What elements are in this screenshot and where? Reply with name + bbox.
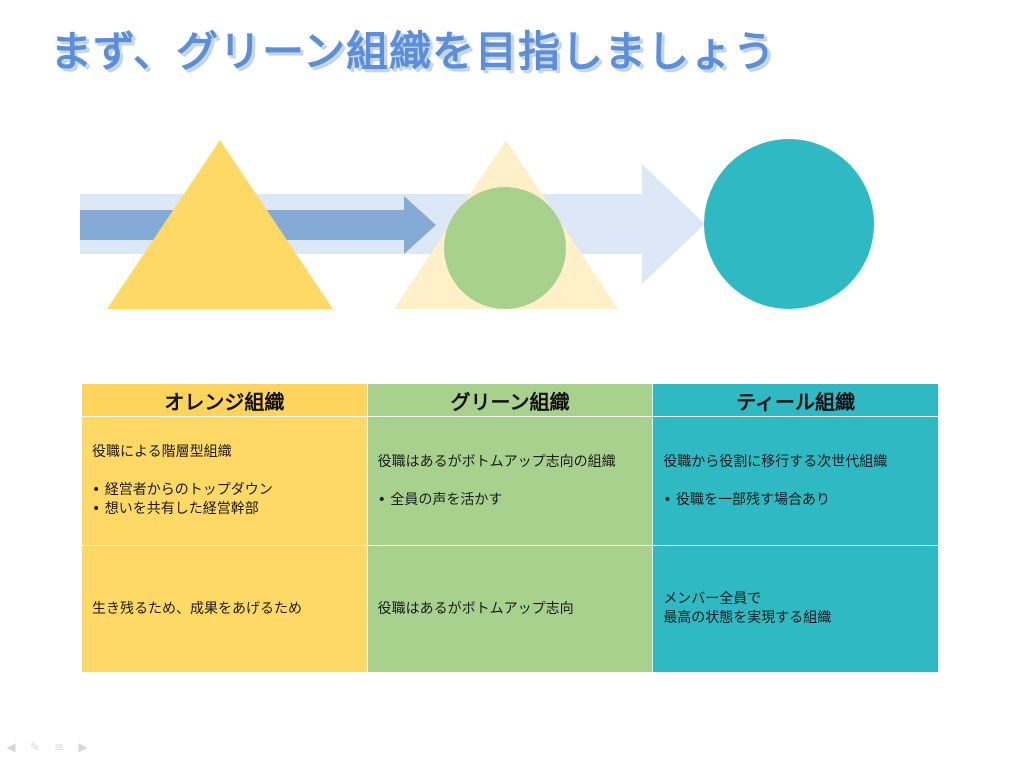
teal-circle [704,139,874,309]
evolution-diagram [80,139,874,309]
cell-green-purpose: 役職はあるがボトムアップ志向 [366,545,654,673]
cell-green-structure: 役職はあるがボトムアップ志向の組織 • 全員の声を活かす [366,416,654,546]
organization-comparison-table: オレンジ組織 グリーン組織 ティール組織 役職による階層型組織 • 経営者からの… [81,383,939,673]
table-header-row: オレンジ組織 グリーン組織 ティール組織 [81,383,939,417]
cell-text: 最高の状態を実現する組織 [663,610,832,626]
cell-lead: 役職はあるがボトムアップ志向の組織 [377,453,616,470]
orange-triangle [107,140,333,309]
pen-icon[interactable]: ✎ [29,740,41,754]
header-teal: ティール組織 [652,383,939,417]
cell-text: メンバー全員で [663,591,762,607]
bullet-item: • 全員の声を活かす [377,491,503,508]
green-circle [444,187,566,309]
slide-title: まず、グリーン組織を目指しましょう [50,27,776,76]
cell-orange-structure: 役職による階層型組織 • 経営者からのトップダウン • 想いを共有した経営幹部 [81,416,368,546]
cell-lead: 役職による階層型組織 [92,444,232,460]
bullet-item: • 経営者からのトップダウン [92,482,273,498]
arrow-left-icon[interactable]: ◀ [6,740,16,754]
cell-lead: 役職から役割に移行する次世代組織 [663,453,888,470]
bullet-item: • 役職を一部残す場合あり [663,491,831,508]
cell-orange-purpose: 生き残るため、成果をあげるため [81,545,368,673]
cell-teal-structure: 役職から役割に移行する次世代組織 • 役職を一部残す場合あり [652,416,939,546]
cell-text: 役職はあるがボトムアップ志向 [377,600,574,617]
table-row: 生き残るため、成果をあげるため 役職はあるがボトムアップ志向 メンバー全員で 最… [81,545,939,673]
cell-teal-purpose: メンバー全員で 最高の状態を実現する組織 [652,545,939,673]
menu-icon[interactable]: ≡ [53,740,65,754]
cell-text: 生き残るため、成果をあげるため [92,600,302,617]
header-orange: オレンジ組織 [81,383,368,417]
header-green: グリーン組織 [366,383,654,417]
slideshow-nav: ◀ ✎ ≡ ▶ [4,741,90,753]
bullet-item: • 想いを共有した経営幹部 [92,501,259,517]
arrow-right-icon[interactable]: ▶ [78,740,88,754]
table-row: 役職による階層型組織 • 経営者からのトップダウン • 想いを共有した経営幹部 … [81,416,939,546]
